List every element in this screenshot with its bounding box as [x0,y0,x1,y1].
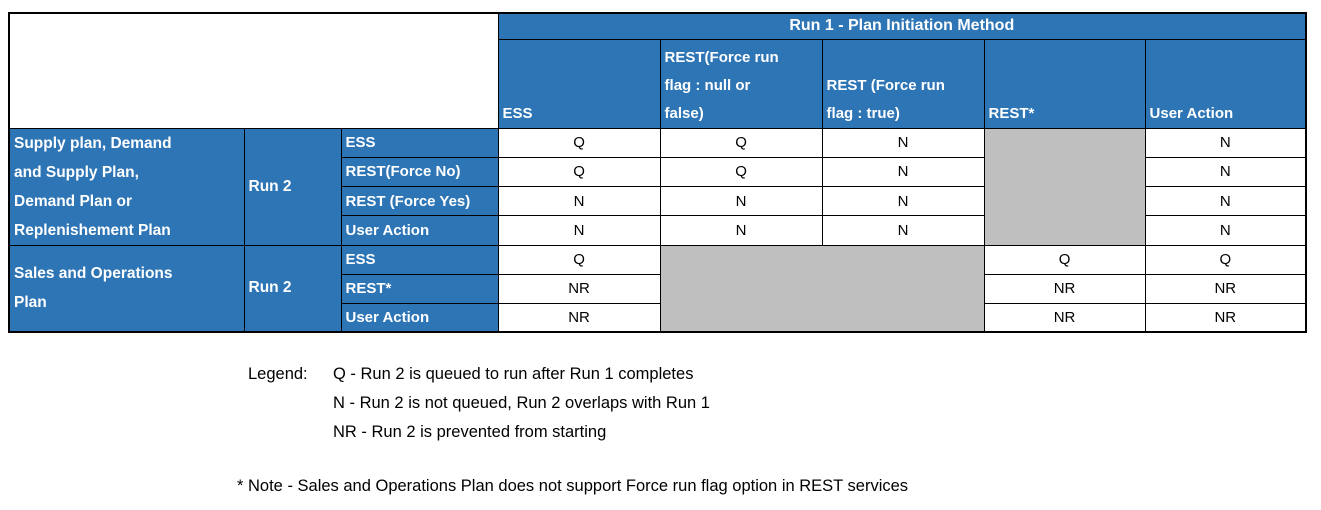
matrix-cell: NR [983,302,1146,333]
matrix-cell: N [821,215,985,246]
matrix-cell: N [821,185,985,217]
legend-item-nr: NR - Run 2 is prevented from starting [333,423,607,441]
matrix-cell: N [659,185,823,217]
run1-header: Run 1 - Plan Initiation Method [497,12,1307,40]
row-header-g2-rest-star: REST* [340,273,499,304]
matrix-cell: N [659,215,823,246]
matrix-cell: N [497,215,661,246]
row-header-g1-rest-force-no: REST(Force No) [340,156,499,188]
run-matrix-table: Run 1 - Plan Initiation Method ESS REST(… [8,12,1308,333]
col-header-ess: ESS [497,38,661,129]
matrix-cell: NR [983,273,1146,304]
matrix-cell: Q [497,244,661,275]
legend-items: Q - Run 2 is queued to run after Run 1 c… [333,360,710,447]
col-header-rest-null-false: REST(Force run flag : null or false) [659,38,823,129]
matrix-cell: N [1144,156,1307,188]
matrix-cell: Q [497,127,661,158]
row-header-g1-rest-force-yes: REST (Force Yes) [340,185,499,217]
row-header-g2-user-action: User Action [340,302,499,333]
disabled-cell-force-flags [659,244,985,333]
matrix-cell: Q [659,127,823,158]
matrix-cell: N [1144,215,1307,246]
disabled-cell-rest-star [983,127,1146,246]
legend-item-q: Q - Run 2 is queued to run after Run 1 c… [333,365,694,383]
row-header-g1-ess: ESS [340,127,499,158]
matrix-cell: Q [1144,244,1307,275]
matrix-cell: N [1144,185,1307,217]
row-header-g2-ess: ESS [340,244,499,275]
plan-group-supply: Supply plan, Demand and Supply Plan, Dem… [8,127,245,246]
corner-blank-cell [8,12,499,129]
legend: Legend: Q - Run 2 is queued to run after… [248,360,710,447]
matrix-cell: N [821,156,985,188]
legend-item-n: N - Run 2 is not queued, Run 2 overlaps … [333,394,710,412]
matrix-cell: N [497,185,661,217]
matrix-cell: NR [1144,302,1307,333]
matrix-cell: Q [659,156,823,188]
col-header-user-action: User Action [1144,38,1307,129]
legend-label: Legend: [248,365,308,383]
matrix-cell: NR [497,302,661,333]
col-header-rest-true: REST (Force run flag : true) [821,38,985,129]
matrix-cell: N [1144,127,1307,158]
run2-label-sales: Run 2 [243,244,342,333]
footnote: * Note - Sales and Operations Plan does … [237,477,909,495]
run-conflict-matrix: Run 1 - Plan Initiation Method ESS REST(… [8,12,1308,333]
matrix-cell: Q [983,244,1146,275]
matrix-cell: NR [497,273,661,304]
matrix-cell: N [821,127,985,158]
run2-label-supply: Run 2 [243,127,342,246]
matrix-cell: Q [497,156,661,188]
row-header-g1-user-action: User Action [340,215,499,246]
col-header-rest-star: REST* [983,38,1146,129]
matrix-cell: NR [1144,273,1307,304]
plan-group-sales: Sales and Operations Plan [8,244,245,333]
